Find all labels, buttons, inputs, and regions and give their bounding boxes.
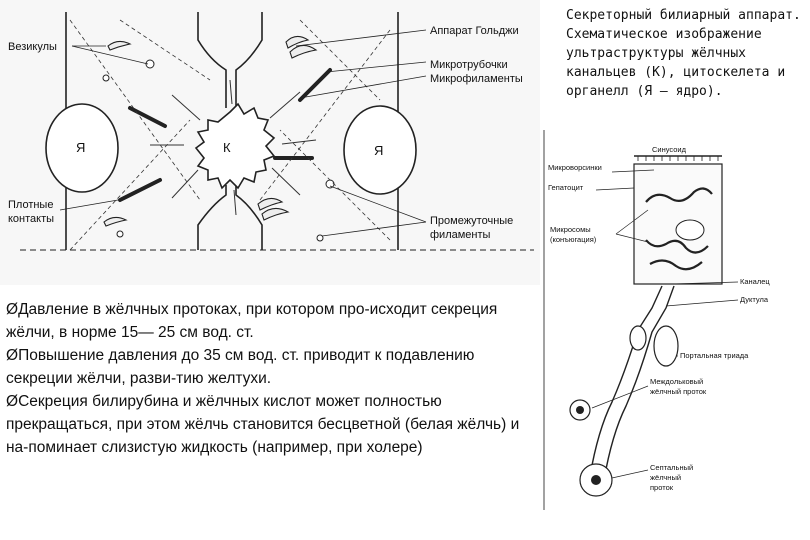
septal-duct-label-1: Септальный [650, 463, 693, 472]
figure-caption: Секреторный билиарный аппарат. Схематиче… [566, 6, 806, 101]
microtubules-label: Микротрубочки [430, 59, 508, 71]
intermediate-filaments-label-2: филаменты [430, 229, 491, 241]
bullet-text: Повышение давления до 35 см вод. ст. при… [6, 347, 474, 387]
canaliculus-label-right: Каналец [740, 277, 770, 286]
interlobular-duct-label-2: жёлчный проток [650, 387, 707, 396]
bullet-item: ØДавление в жёлчных протоках, при которо… [6, 298, 526, 344]
vesicles-label: Везикулы [8, 41, 57, 53]
septal-duct-label-3: проток [650, 483, 674, 492]
microvilli-label: Микроворсинки [548, 163, 602, 172]
bullet-item: ØПовышение давления до 35 см вод. ст. пр… [6, 344, 526, 390]
septal-duct-label-2: жёлчный [650, 473, 681, 482]
portal-triad [654, 326, 678, 366]
golgi-label: Аппарат Гольджи [430, 25, 519, 37]
bullet-text: Давление в жёлчных протоках, при котором… [6, 301, 497, 341]
bullet-marker: Ø [6, 393, 18, 410]
microfilaments-label: Микрофиламенты [430, 73, 523, 85]
hepatocyte-label: Гепатоцит [548, 183, 584, 192]
canaliculus-ultrastructure-diagram: К Я Я [0, 0, 540, 285]
ductule-label: Дуктула [740, 295, 769, 304]
bullet-list: ØДавление в жёлчных протоках, при которо… [6, 298, 526, 459]
portal-triad-label: Портальная триада [680, 351, 749, 360]
nucleus-label-right: Я [374, 143, 383, 158]
bullet-item: ØСекреция билирубина и жёлчных кислот мо… [6, 390, 526, 459]
sinusoid-label: Синусоид [652, 145, 687, 154]
interlobular-duct-label-1: Междольковый [650, 377, 703, 386]
canaliculus-label: К [223, 140, 231, 155]
intermediate-filaments-label-1: Промежуточные [430, 215, 513, 227]
bullet-marker: Ø [6, 347, 18, 364]
microsomes-label-1: Микросомы [550, 225, 591, 234]
nucleus-label-left: Я [76, 140, 85, 155]
bullet-marker: Ø [6, 301, 18, 318]
microsomes-label-2: (конъюгация) [550, 235, 597, 244]
tight-junctions-label-1: Плотные [8, 199, 53, 211]
bullet-text: Секреция билирубина и жёлчных кислот мож… [6, 393, 519, 456]
tight-junctions-label-2: контакты [8, 213, 54, 225]
biliary-tree-diagram: Синусоид Микроворсинки Гепатоцит Микросо… [542, 130, 810, 540]
